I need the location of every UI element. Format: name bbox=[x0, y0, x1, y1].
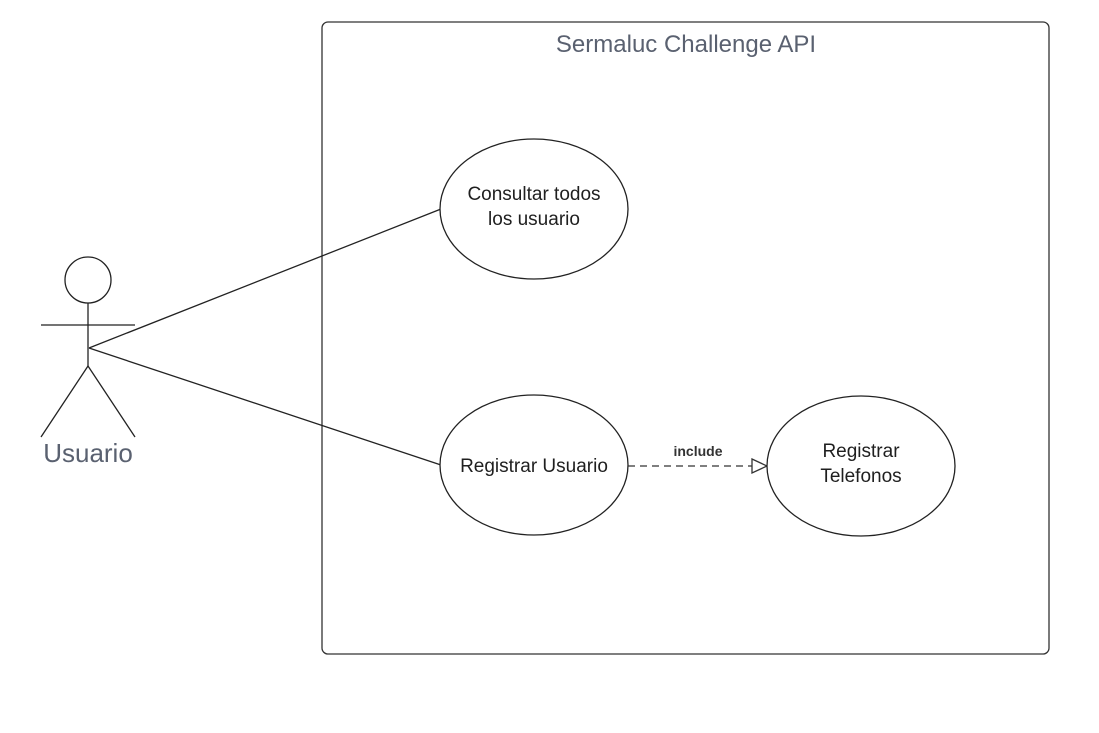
system-boundary[interactable] bbox=[321, 21, 1050, 655]
use-case-consultar-ellipse bbox=[439, 138, 629, 280]
hollow-triangle-arrowhead-icon bbox=[751, 457, 769, 475]
use-case-consultar-label-line2: los usuario bbox=[488, 209, 580, 230]
actor-right-leg bbox=[87, 365, 136, 438]
system-title: Sermaluc Challenge API bbox=[556, 31, 816, 58]
actor-left-leg bbox=[40, 365, 89, 438]
include-label: include bbox=[673, 443, 722, 459]
actor-usuario[interactable]: Usuario bbox=[40, 256, 136, 468]
use-case-registrar-telefonos-ellipse bbox=[766, 395, 956, 537]
include-relation[interactable]: include bbox=[628, 443, 769, 475]
use-case-registrar-telefonos-label-line1: Registrar bbox=[822, 441, 900, 462]
use-case-consultar-label-line1: Consultar todos bbox=[467, 184, 600, 205]
association-line-registrar-usuario[interactable] bbox=[88, 347, 442, 466]
stick-figure-icon bbox=[40, 256, 136, 438]
use-case-registrar-usuario-label: Registrar Usuario bbox=[460, 456, 608, 477]
use-case-registrar-usuario-ellipse bbox=[439, 394, 629, 536]
use-case-registrar-telefonos[interactable]: Registrar Telefonos bbox=[766, 395, 956, 537]
use-case-registrar-telefonos-label-line2: Telefonos bbox=[820, 466, 901, 487]
actor-head bbox=[64, 256, 112, 304]
use-case-consultar-usuarios[interactable]: Consultar todos los usuario bbox=[439, 138, 629, 280]
use-case-registrar-usuario[interactable]: Registrar Usuario bbox=[439, 394, 629, 536]
actor-label: Usuario bbox=[43, 438, 133, 468]
association-line-consultar[interactable] bbox=[88, 208, 442, 349]
